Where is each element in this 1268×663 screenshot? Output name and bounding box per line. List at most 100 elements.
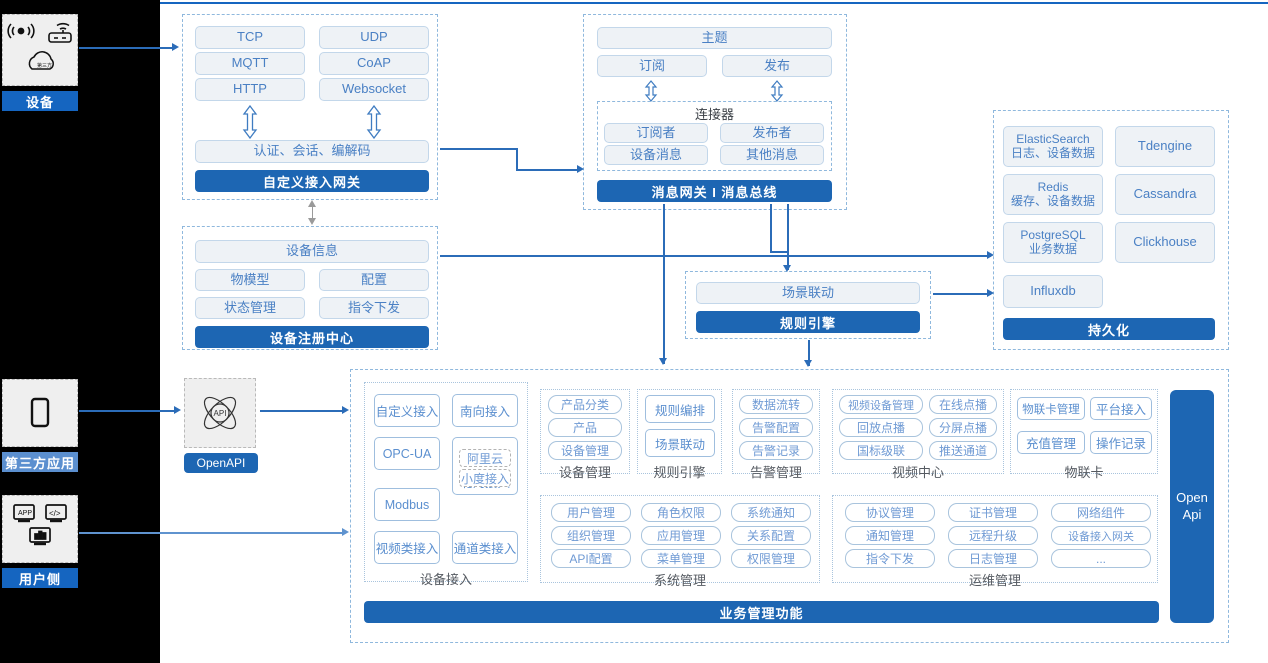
persistence-bar[interactable]: 持久化	[1003, 318, 1215, 340]
openapi-vertical-bar[interactable]: Open Api	[1170, 390, 1214, 623]
auth-session-codec-chip[interactable]: 认证、会话、编解码	[195, 140, 429, 163]
access-nested-aliyun[interactable]: 阿里云	[459, 449, 511, 467]
sysmgmt-chip-relation[interactable]: 关系配置	[731, 526, 811, 545]
ops-chip-log[interactable]: 日志管理	[948, 549, 1038, 568]
sysmgmt-chip-menu[interactable]: 菜单管理	[641, 549, 721, 568]
ops-chip-certificate[interactable]: 证书管理	[948, 503, 1038, 522]
ops-chip-command[interactable]: 指令下发	[845, 549, 935, 568]
store-sub-redis: 缓存、设备数据	[1010, 193, 1095, 208]
device-registry-group	[182, 226, 438, 350]
ops-chip-protocol[interactable]: 协议管理	[845, 503, 935, 522]
video-chip-device-management[interactable]: 视频设备管理	[839, 395, 923, 414]
group-system-management	[540, 495, 820, 583]
code-window-icon: </>	[45, 504, 67, 523]
conn-thirdparty-to-openapi-arrow	[174, 406, 181, 414]
sysmgmt-chip-api[interactable]: API配置	[551, 549, 631, 568]
topic-chip[interactable]: 主题	[597, 27, 832, 49]
scene-linkage-chip[interactable]: 场景联动	[696, 282, 920, 304]
iot-chip-operation-log[interactable]: 操作记录	[1090, 431, 1152, 454]
rail-label-user-side: 用户侧	[2, 568, 78, 588]
conn-userside-to-business	[79, 532, 345, 534]
registry-chip-state-mgmt[interactable]: 状态管理	[195, 297, 305, 319]
conn-bus-to-business-arrow	[659, 358, 667, 365]
ops-chip-network-component[interactable]: 网络组件	[1051, 503, 1151, 522]
cloud-icon: 第三方	[28, 51, 54, 70]
conn-gateway-to-bus-arrow	[577, 165, 584, 173]
conn-registry-to-persistence	[440, 255, 991, 257]
sysmgmt-chip-role[interactable]: 角色权限	[641, 503, 721, 522]
registry-chip-command[interactable]: 指令下发	[319, 297, 429, 319]
subscribe-chip[interactable]: 订阅	[597, 55, 707, 77]
conn-registry-to-persistence-arrow	[987, 251, 994, 259]
access-chip-southbound[interactable]: 南向接入	[452, 394, 518, 427]
ops-chip-remote-upgrade[interactable]: 远程升级	[948, 526, 1038, 545]
dashboard-window-icon	[29, 527, 51, 546]
protocol-chip-http[interactable]: HTTP	[195, 78, 305, 101]
ops-chip-notification[interactable]: 通知管理	[845, 526, 935, 545]
app-window-icon: APP	[13, 504, 35, 523]
video-chip-split-screen[interactable]: 分屏点播	[929, 418, 997, 437]
protocol-chip-udp[interactable]: UDP	[319, 26, 429, 49]
store-card-clickhouse[interactable]: Clickhouse	[1115, 222, 1215, 263]
sysmgmt-chip-app[interactable]: 应用管理	[641, 526, 721, 545]
publish-chip[interactable]: 发布	[722, 55, 832, 77]
alarm-chip-alarm-config[interactable]: 告警配置	[739, 418, 813, 437]
video-chip-push-channel[interactable]: 推送通道	[929, 441, 997, 460]
conn-rule-to-persistence-arrow	[987, 289, 994, 297]
device-registry-bar[interactable]: 设备注册中心	[195, 326, 429, 348]
access-chip-opcua[interactable]: OPC-UA	[374, 437, 440, 470]
message-gateway-bar[interactable]: 消息网关 I 消息总线	[597, 180, 832, 202]
protocol-chip-tcp[interactable]: TCP	[195, 26, 305, 49]
iot-chip-recharge[interactable]: 充值管理	[1017, 431, 1085, 454]
protocol-chip-coap[interactable]: CoAP	[319, 52, 429, 75]
devmgmt-chip-product-category[interactable]: 产品分类	[548, 395, 622, 414]
access-chip-modbus[interactable]: Modbus	[374, 488, 440, 521]
store-card-influxdb[interactable]: Influxdb	[1003, 275, 1103, 308]
devmgmt-chip-product[interactable]: 产品	[548, 418, 622, 437]
ops-chip-device-gateway[interactable]: 设备接入网关	[1051, 526, 1151, 545]
ops-chip-more[interactable]: ...	[1051, 549, 1151, 568]
openapi-icon-card: API	[184, 378, 256, 448]
access-chip-custom[interactable]: 自定义接入	[374, 394, 440, 427]
access-chip-channel[interactable]: 通道类接入	[452, 531, 518, 564]
store-card-elasticsearch[interactable]: ElasticSearch 日志、设备数据	[1003, 126, 1103, 167]
store-card-postgresql[interactable]: PostgreSQL 业务数据	[1003, 222, 1103, 263]
group-rule-engine	[637, 389, 722, 474]
rule-chip-orchestration[interactable]: 规则编排	[645, 395, 715, 423]
sysmgmt-chip-user[interactable]: 用户管理	[551, 503, 631, 522]
sysmgmt-chip-permission[interactable]: 权限管理	[731, 549, 811, 568]
video-chip-online-vod[interactable]: 在线点播	[929, 395, 997, 414]
conn-gateway-to-bus-seg3	[516, 169, 579, 171]
device-info-chip[interactable]: 设备信息	[195, 240, 429, 263]
connector-title: 连接器	[694, 107, 734, 122]
protocol-chip-mqtt[interactable]: MQTT	[195, 52, 305, 75]
store-card-redis[interactable]: Redis 缓存、设备数据	[1003, 174, 1103, 215]
alarm-chip-alarm-record[interactable]: 告警记录	[739, 441, 813, 460]
store-name-postgresql: PostgreSQL	[1020, 227, 1086, 242]
rule-chip-scene-linkage[interactable]: 场景联动	[645, 429, 715, 457]
sysmgmt-chip-notice[interactable]: 系统通知	[731, 503, 811, 522]
registry-chip-thing-model[interactable]: 物模型	[195, 269, 305, 291]
rule-engine-bar[interactable]: 规则引擎	[696, 311, 920, 333]
sysmgmt-chip-org[interactable]: 组织管理	[551, 526, 631, 545]
iot-chip-platform-access[interactable]: 平台接入	[1090, 397, 1152, 420]
access-chip-video[interactable]: 视频类接入	[374, 531, 440, 564]
connector-chip-device-message[interactable]: 设备消息	[604, 145, 708, 165]
devmgmt-chip-device-management[interactable]: 设备管理	[548, 441, 622, 460]
store-card-tdengine[interactable]: Tdengine	[1115, 126, 1215, 167]
connector-chip-other-message[interactable]: 其他消息	[720, 145, 824, 165]
store-card-cassandra[interactable]: Cassandra	[1115, 174, 1215, 215]
iot-chip-card-management[interactable]: 物联卡管理	[1017, 397, 1085, 420]
alarm-chip-data-flow[interactable]: 数据流转	[739, 395, 813, 414]
openapi-node-label[interactable]: OpenAPI	[184, 453, 258, 473]
registry-chip-config[interactable]: 配置	[319, 269, 429, 291]
protocol-chip-websocket[interactable]: Websocket	[319, 78, 429, 101]
connector-chip-subscriber[interactable]: 订阅者	[604, 123, 708, 143]
access-gateway-bar[interactable]: 自定义接入网关	[195, 170, 429, 192]
user-side-icon-card: APP </>	[2, 495, 78, 563]
video-chip-gb-cascade[interactable]: 国标级联	[839, 441, 923, 460]
access-nested-xiaodu[interactable]: 小度接入	[459, 469, 511, 487]
business-management-bar[interactable]: 业务管理功能	[364, 601, 1159, 623]
connector-chip-publisher[interactable]: 发布者	[720, 123, 824, 143]
video-chip-playback[interactable]: 回放点播	[839, 418, 923, 437]
